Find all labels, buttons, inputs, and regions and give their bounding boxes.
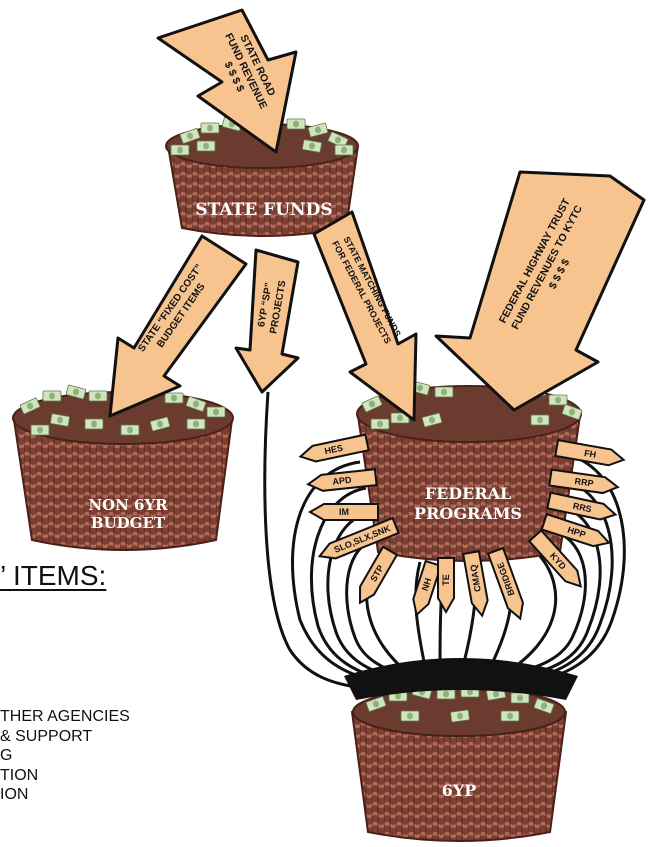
stream-label-im: IM — [339, 507, 349, 517]
federal-trust-arrow: FEDERAL HIGHWAY TRUST FUND REVENUES TO K… — [434, 170, 646, 412]
sixyp-label: 6YP — [442, 781, 477, 800]
bottom-stream-labels: STP NH TE CMAQ BRIDGE — [358, 545, 524, 621]
stream-label-rrs: RRS — [572, 501, 593, 515]
stream-label-te: TE — [441, 574, 451, 586]
fixed-items-title: ’ ITEMS: — [0, 560, 107, 591]
non6yr-label-line2: BUDGET — [91, 514, 166, 532]
fixed-cost-arrow: STATE “FIXED COST” BUDGET ITEMS — [108, 234, 248, 418]
fixed-item: & SUPPORT — [0, 727, 93, 745]
stream-label-rrp: RRP — [574, 476, 594, 489]
federal-label-line1: FEDERAL — [425, 484, 512, 503]
federal-label-line2: PROGRAMS — [414, 504, 522, 523]
stream-label-nh: NH — [420, 577, 434, 592]
fixed-item: THER AGENCIES — [0, 708, 130, 725]
stream-label-hes: HES — [324, 443, 344, 457]
stream-label-cmaq: CMAQ — [468, 564, 483, 593]
sixyp-basket: 6YP — [350, 684, 568, 842]
non6yr-label-line1: NON 6YR — [88, 496, 168, 514]
fixed-item: ION — [0, 786, 29, 803]
fixed-item: G — [0, 747, 13, 764]
stream-label-apd: APD — [332, 475, 352, 487]
state-funds-label: STATE FUNDS — [195, 200, 332, 220]
sp-stream-line — [263, 391, 361, 690]
sp-projects-arrow: 6YP “SP” PROJECTS — [234, 248, 300, 394]
fixed-items-list: THER AGENCIES & SUPPORT G TION ION — [0, 707, 130, 805]
collection-funnel — [344, 658, 578, 700]
matching-funds-arrow: STATE MATCHING FUNDS FOR FEDERAL PROJECT… — [312, 210, 418, 422]
stream-label-fh: FH — [583, 448, 597, 460]
fixed-item: TION — [0, 766, 39, 784]
right-stream-labels: FH RRP RRS HPP KYD — [527, 438, 626, 588]
state-road-revenue-arrow: STATE ROAD FUND REVENUE $ $ $ $ — [156, 8, 298, 154]
